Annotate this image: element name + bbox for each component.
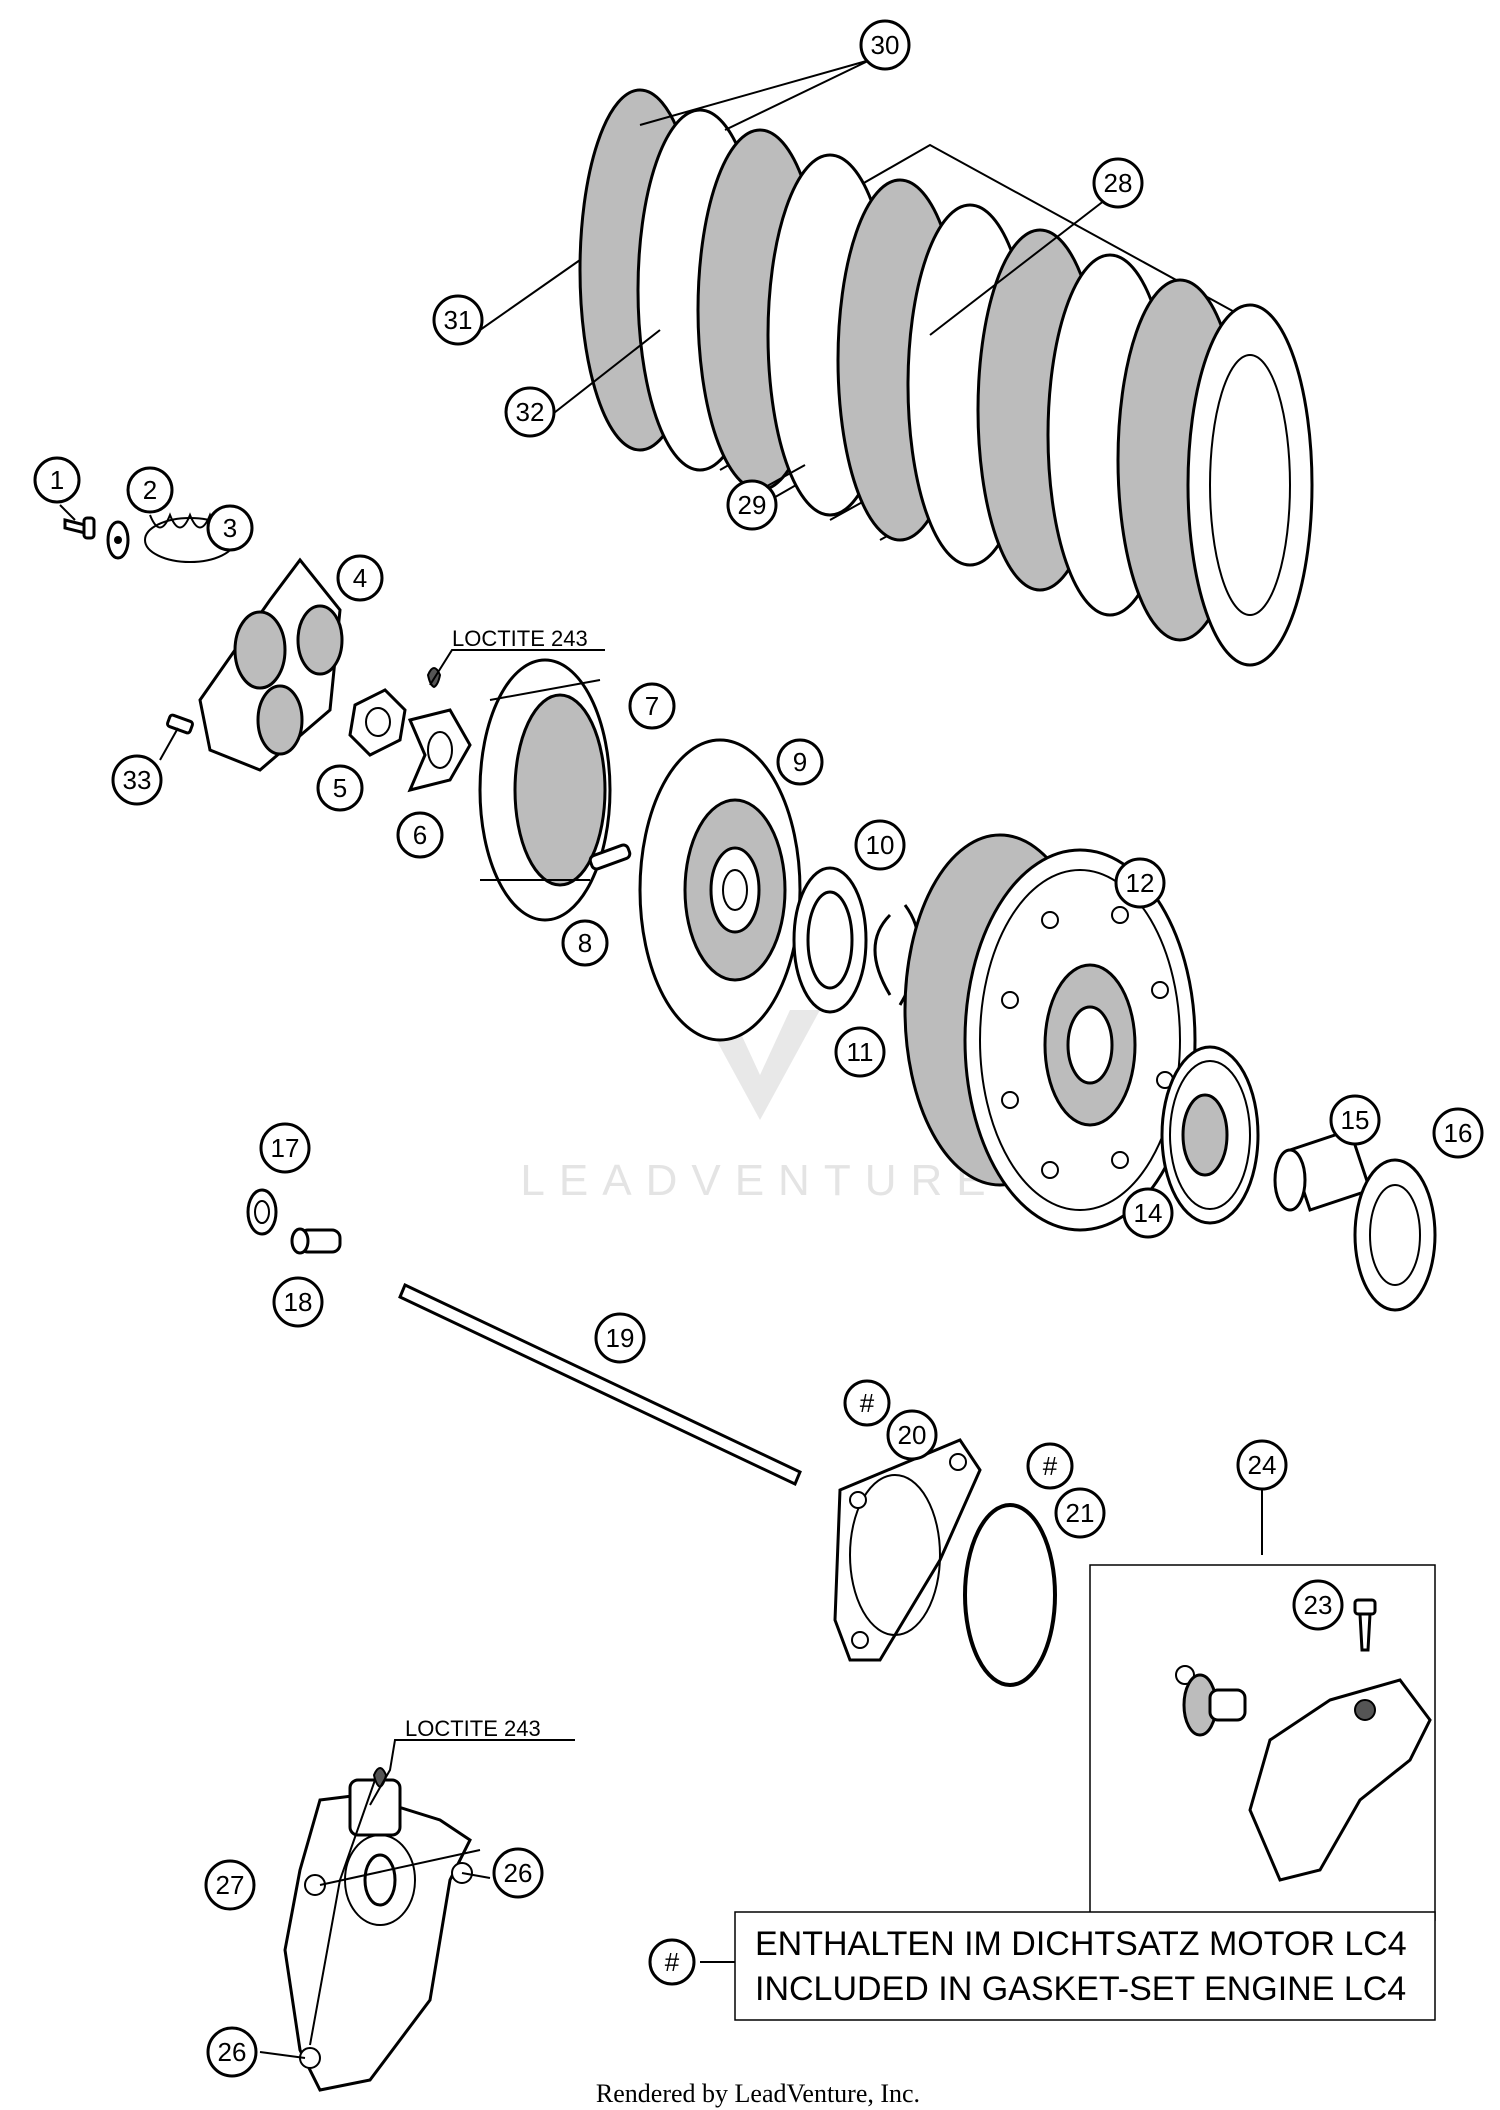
svg-text:23: 23 [1304,1590,1333,1620]
svg-text:28: 28 [1104,168,1133,198]
svg-text:9: 9 [793,747,807,777]
callout-hash-legend: # [648,1938,696,1986]
callout-31: 31 [432,294,484,346]
callout-29: 29 [726,479,778,531]
callout-27: 27 [204,1859,256,1911]
svg-text:8: 8 [578,928,592,958]
callout-14: 14 [1122,1187,1174,1239]
svg-text:33: 33 [123,765,152,795]
callout-6: 6 [396,811,444,859]
outer-clutch-basket [903,833,1197,1232]
gasket-oring [833,1438,1057,1687]
slave-cylinder-assembly [1089,1564,1436,1921]
callout-28: 28 [1092,157,1144,209]
svg-text:15: 15 [1341,1105,1370,1135]
svg-text:20: 20 [898,1420,927,1450]
svg-text:26: 26 [504,1858,533,1888]
callout-hash-21: # [1026,1442,1074,1490]
svg-text:14: 14 [1134,1198,1163,1228]
loctite-note-bottom: LOCTITE 243 [405,1716,541,1741]
svg-text:24: 24 [1248,1450,1277,1480]
pressure-plate-9 [638,738,802,1042]
svg-text:1: 1 [50,465,64,495]
pressure-cap-parts [63,512,472,793]
callout-15: 15 [1329,1094,1381,1146]
svg-text:11: 11 [847,1037,874,1067]
loctite-note-top: LOCTITE 243 [452,626,588,651]
callout-33: 33 [111,754,163,806]
push-rod [398,1282,802,1487]
legend-line-1: ENTHALTEN IM DICHTSATZ MOTOR LC4 [755,1925,1407,1963]
clutch-cover [283,1767,473,2092]
svg-text:26: 26 [218,2037,247,2067]
callout-21: 21 [1054,1487,1106,1539]
callout-1: 1 [33,456,81,504]
svg-text:19: 19 [606,1323,635,1353]
callout-16: 16 [1432,1107,1484,1159]
callout-24: 24 [1236,1439,1288,1491]
callout-8: 8 [561,919,609,967]
callout-18: 18 [272,1276,324,1328]
svg-text:30: 30 [871,30,900,60]
loctite-note-top-text: LOCTITE 243 [452,626,588,651]
svg-text:27: 27 [216,1870,245,1900]
watermark-text: LEADVENTURE [520,1156,999,1205]
svg-text:32: 32 [516,397,545,427]
svg-text:16: 16 [1444,1118,1473,1148]
callout-26-left: 26 [206,2026,258,2078]
svg-text:3: 3 [223,513,237,543]
legend-line-2: INCLUDED IN GASKET-SET ENGINE LC4 [755,1970,1406,2008]
seal-bushing [246,1188,342,1255]
svg-text:2: 2 [143,475,157,505]
primary-gear [1160,1045,1260,1225]
callout-5: 5 [316,764,364,812]
callout-23: 23 [1292,1579,1344,1631]
svg-text:#: # [860,1388,875,1418]
svg-text:7: 7 [645,691,659,721]
thrust-washer-circlip [792,866,921,1014]
svg-text:21: 21 [1066,1498,1095,1528]
callout-7: 7 [628,682,676,730]
svg-text:31: 31 [444,305,473,335]
callout-2: 2 [126,466,174,514]
callout-11: 11 [834,1026,886,1078]
callout-20: 20 [886,1409,938,1461]
svg-text:29: 29 [738,490,767,520]
callout-32: 32 [504,386,556,438]
callout-9: 9 [776,738,824,786]
svg-text:6: 6 [413,820,427,850]
svg-text:10: 10 [866,830,895,860]
svg-text:#: # [1043,1451,1058,1481]
svg-text:#: # [665,1947,680,1977]
svg-text:18: 18 [284,1287,313,1317]
clutch-plates [578,88,1314,667]
callout-26-right: 26 [492,1847,544,1899]
callout-4: 4 [336,554,384,602]
loctite-note-bottom-text: LOCTITE 243 [405,1716,541,1741]
callout-19: 19 [594,1312,646,1364]
svg-text:17: 17 [271,1133,300,1163]
callout-30: 30 [859,19,911,71]
callout-12: 12 [1114,857,1166,909]
clutch-plate-stack [578,88,1314,667]
gasket-set-legend: ENTHALTEN IM DICHTSATZ MOTOR LC4 INCLUDE… [734,1911,1436,2021]
callout-hash-20: # [843,1379,891,1427]
callout-10: 10 [854,819,906,871]
needle-bearing-washer [1273,1128,1437,1312]
inner-clutch-hub [478,658,632,922]
svg-text:5: 5 [333,773,347,803]
callout-3: 3 [206,504,254,552]
svg-text:12: 12 [1126,868,1155,898]
svg-text:4: 4 [353,563,367,593]
leader-lines [59,59,1263,2059]
footer-credit: Rendered by LeadVenture, Inc. [596,2079,920,2108]
callout-17: 17 [259,1122,311,1174]
